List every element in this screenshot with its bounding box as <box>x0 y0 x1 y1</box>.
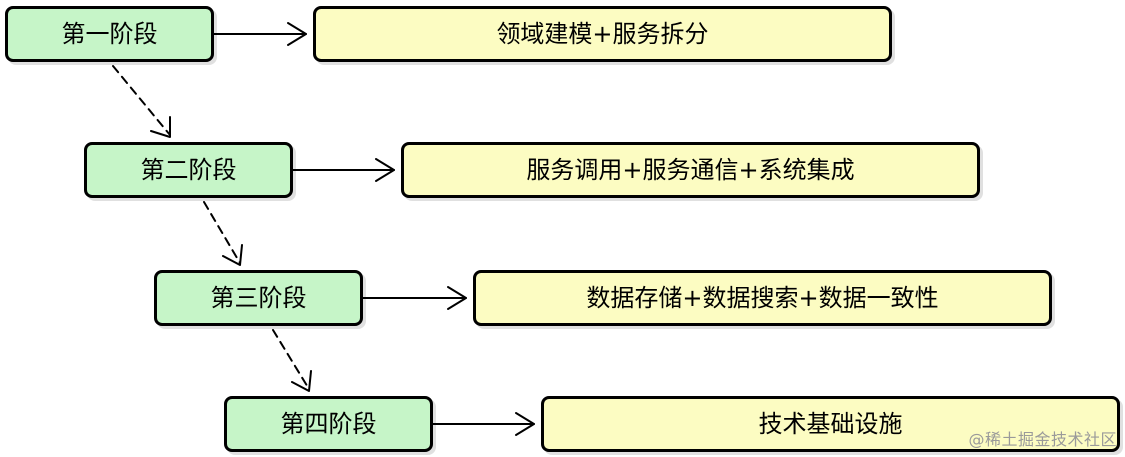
content-box-4: 技术基础设施 <box>541 396 1120 452</box>
arrow-stage3-to-content3 <box>362 286 467 310</box>
dashed-arrow-stage2-to-stage3 <box>203 201 243 266</box>
watermark: @稀土掘金技术社区 <box>968 430 1117 449</box>
content-label-1: 领域建模+服务拆分 <box>496 20 709 48</box>
content-label-2: 服务调用+服务通信+系统集成 <box>526 156 855 184</box>
stage-box-2: 第二阶段 <box>84 142 293 198</box>
stage-box-4: 第四阶段 <box>224 396 433 452</box>
arrow-stage2-to-content2 <box>292 158 395 182</box>
stage-label-1: 第一阶段 <box>61 20 158 48</box>
dashed-arrow-stage3-to-stage4 <box>272 329 312 392</box>
stage-box-3: 第三阶段 <box>154 270 363 326</box>
arrow-stage1-to-content1 <box>213 22 307 46</box>
stage-label-3: 第三阶段 <box>210 284 307 312</box>
content-label-3: 数据存储+数据搜索+数据一致性 <box>586 284 939 312</box>
arrow-stage4-to-content4 <box>432 412 535 436</box>
stage-label-4: 第四阶段 <box>280 410 377 438</box>
content-box-2: 服务调用+服务通信+系统集成 <box>401 142 980 198</box>
content-box-3: 数据存储+数据搜索+数据一致性 <box>473 270 1052 326</box>
content-box-1: 领域建模+服务拆分 <box>313 6 892 62</box>
stage-label-2: 第二阶段 <box>140 156 237 184</box>
content-label-4: 技术基础设施 <box>758 410 903 438</box>
stage-box-1: 第一阶段 <box>5 6 214 62</box>
dashed-arrow-stage1-to-stage2 <box>112 65 171 138</box>
